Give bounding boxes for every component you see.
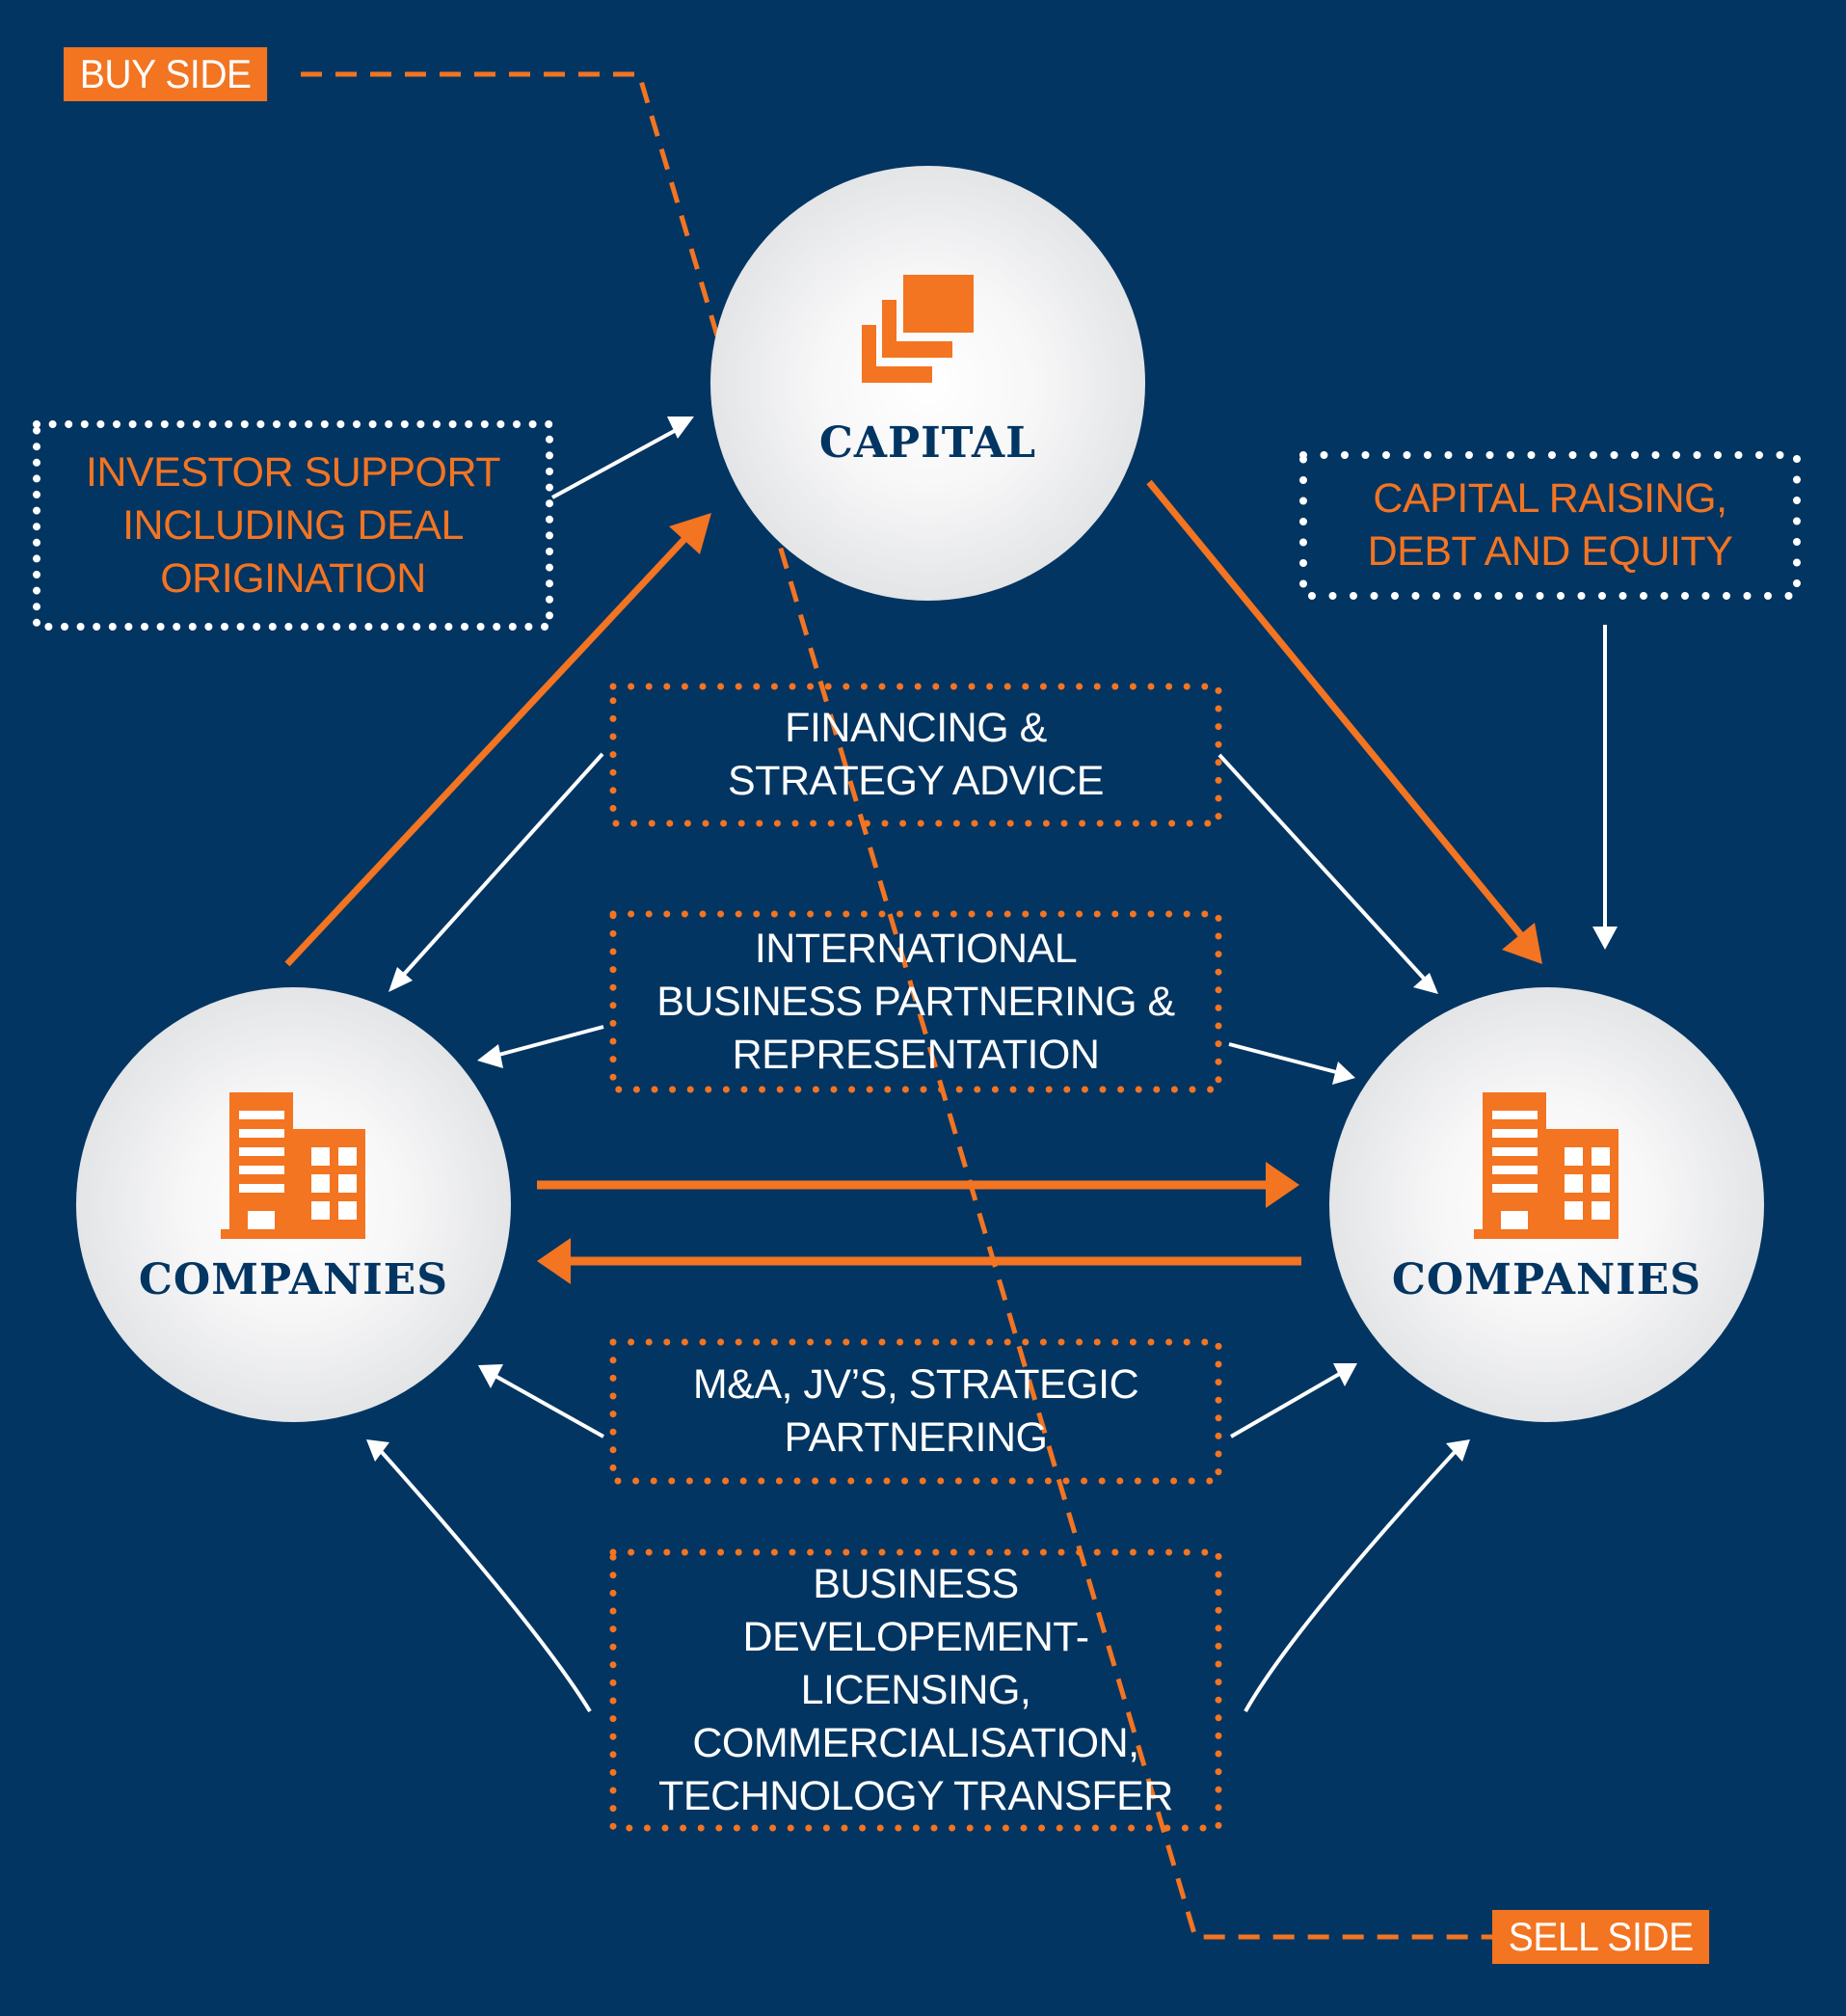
- investor-support-line-1: INVESTOR SUPPORT: [85, 448, 501, 496]
- capital-node: CAPITAL: [710, 166, 1145, 601]
- investor-support-box: INVESTOR SUPPORT INCLUDING DEAL ORIGINAT…: [33, 420, 553, 631]
- arrowhead-business-dev-right: [1446, 1439, 1470, 1462]
- international-line-1: INTERNATIONAL: [754, 925, 1078, 972]
- arrowhead-international-left: [477, 1044, 503, 1068]
- arrow-international-to-right: [1228, 1042, 1341, 1075]
- arrow-companies-to-capital: [284, 532, 691, 967]
- dotted-border: [1299, 451, 1801, 600]
- dotted-border: [33, 420, 553, 631]
- dotted-border: [609, 1548, 1222, 1832]
- business-dev-line-5: TECHNOLOGY TRANSFER: [658, 1772, 1173, 1819]
- capital-raising-box: CAPITAL RAISING, DEBT AND EQUITY: [1299, 451, 1801, 600]
- sell-side-tag: SELL SIDE: [1492, 1910, 1710, 1964]
- arrowhead-business-dev-left: [366, 1439, 389, 1462]
- mna-partnering-box: M&A, JV’S, STRATEGIC PARTNERING: [609, 1338, 1222, 1485]
- investor-support-line-2: INCLUDING DEAL: [122, 501, 464, 549]
- buy-sell-divider-line: [301, 71, 1492, 1940]
- office-building-icon: [221, 1092, 365, 1239]
- arrowhead-left-to-right: [1266, 1162, 1299, 1208]
- arrowhead-companies-to-capital: [669, 513, 711, 554]
- arrowhead-financing-right: [1413, 973, 1438, 994]
- dotted-border: [609, 683, 1222, 827]
- arrowhead-mna-left: [478, 1364, 503, 1388]
- international-line-2: BUSINESS PARTNERING &: [656, 978, 1175, 1025]
- international-line-3: REPRESENTATION: [732, 1031, 1100, 1078]
- arrowhead-financing-left: [388, 967, 413, 992]
- business-dev-line-2: DEVELOPEMENT-: [742, 1613, 1089, 1660]
- arrowhead-right-to-left: [537, 1238, 571, 1284]
- dotted-border: [609, 910, 1222, 1093]
- buy-side-tag: BUY SIDE: [64, 47, 268, 101]
- financing-strategy-box: FINANCING & STRATEGY ADVICE: [609, 683, 1222, 827]
- investor-support-line-3: ORIGINATION: [160, 554, 426, 602]
- arrowhead-investor-support: [667, 417, 694, 439]
- arrow-mna-to-right: [1229, 1370, 1345, 1438]
- financing-line-2: STRATEGY ADVICE: [728, 758, 1104, 804]
- capital-label: CAPITAL: [818, 418, 1037, 468]
- arrow-capital-to-companies: [1146, 479, 1524, 938]
- arrow-business-dev-to-left: [379, 1449, 592, 1713]
- companies-left-label: COMPANIES: [138, 1255, 449, 1304]
- business-dev-line-4: COMMERCIALISATION,: [692, 1719, 1139, 1766]
- arrowhead-mna-right: [1333, 1363, 1357, 1386]
- companies-right-label: COMPANIES: [1391, 1255, 1702, 1304]
- office-building-icon: [1474, 1092, 1619, 1239]
- arrowhead-capital-to-companies: [1502, 923, 1542, 964]
- mna-line-1: M&A, JV’S, STRATEGIC: [692, 1361, 1139, 1408]
- business-dev-line-1: BUSINESS: [813, 1560, 1019, 1607]
- capital-raising-line-2: DEBT AND EQUITY: [1367, 528, 1733, 575]
- arrow-financing-to-left: [398, 752, 604, 981]
- stacked-layers-icon: [862, 275, 974, 383]
- dotted-border: [609, 1338, 1222, 1485]
- companies-left-node: COMPANIES: [76, 987, 511, 1422]
- arrow-business-dev-to-right: [1244, 1449, 1458, 1712]
- arrowhead-international-right: [1332, 1062, 1355, 1085]
- capital-raising-line-1: CAPITAL RAISING,: [1373, 475, 1727, 522]
- international-partnering-box: INTERNATIONAL BUSINESS PARTNERING & REPR…: [609, 910, 1222, 1093]
- business-dev-line-3: LICENSING,: [800, 1666, 1031, 1713]
- arrowhead-capital-raising: [1592, 927, 1618, 950]
- financing-line-1: FINANCING &: [785, 705, 1047, 751]
- arrow-international-to-left: [491, 1025, 604, 1059]
- arrow-investor-support-to-capital: [551, 426, 681, 499]
- arrow-mna-to-left: [491, 1372, 604, 1438]
- arrow-financing-to-right: [1217, 753, 1429, 983]
- companies-right-node: COMPANIES: [1329, 987, 1764, 1422]
- mna-line-2: PARTNERING: [784, 1414, 1048, 1461]
- business-development-box: BUSINESS DEVELOPEMENT- LICENSING, COMMER…: [609, 1548, 1222, 1832]
